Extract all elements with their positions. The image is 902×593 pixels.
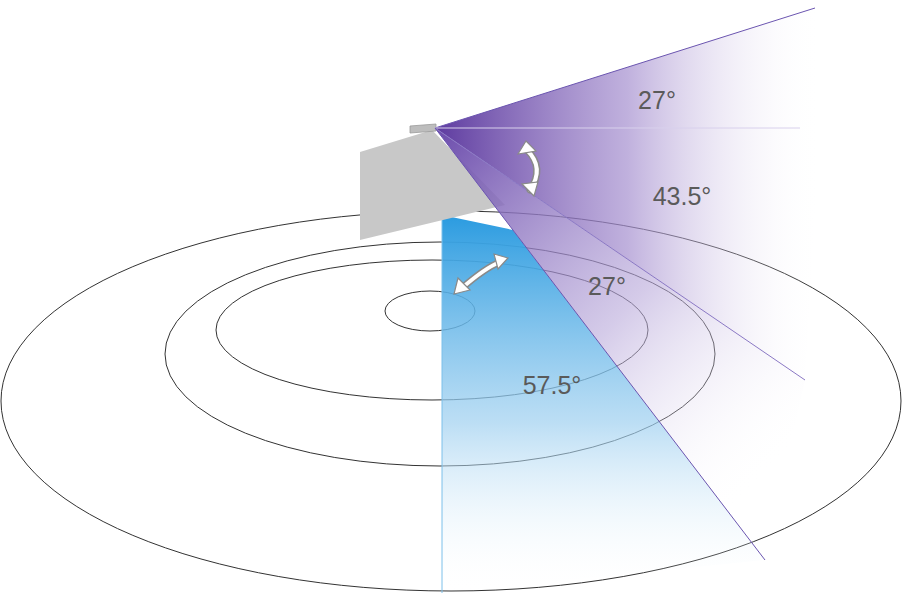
angle-label: 27° [588,274,626,299]
tilt-arrow [518,141,538,196]
angle-label: 57.5° [523,373,582,398]
swivel-arrow [454,254,508,294]
angle-label: 27° [638,88,676,113]
lower-fan [435,128,805,560]
fan-rays [435,8,815,560]
angle-label: 43.5° [653,184,712,209]
